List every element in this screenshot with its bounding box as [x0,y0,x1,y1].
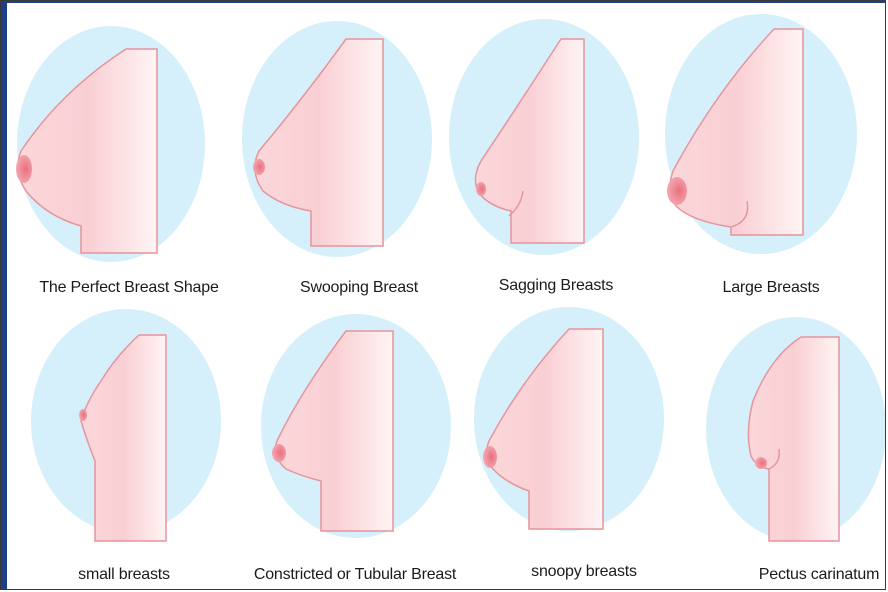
shape-large-breasts [665,14,857,254]
label-sagging-breasts: Sagging Breasts [499,277,613,295]
label-pectus-carinatum: Pectus carinatum [759,566,879,584]
label-large-breasts: Large Breasts [722,279,819,297]
shape-small-breasts [31,309,221,541]
label-snoopy-breasts: snoopy breasts [531,563,637,581]
label-swooping-breast: Swooping Breast [300,279,418,297]
label-constricted-breast: Constricted or Tubular Breast [254,566,456,584]
shape-constricted-breast [261,314,451,538]
label-small-breasts: small breasts [78,566,170,584]
label-perfect-breast: The Perfect Breast Shape [39,279,218,297]
shape-perfect-breast [16,26,205,262]
shape-snoopy-breasts [474,307,664,531]
shape-sagging-breasts [449,19,639,255]
shape-swooping-breast [242,21,432,257]
shape-pectus-carinatum [706,317,886,541]
